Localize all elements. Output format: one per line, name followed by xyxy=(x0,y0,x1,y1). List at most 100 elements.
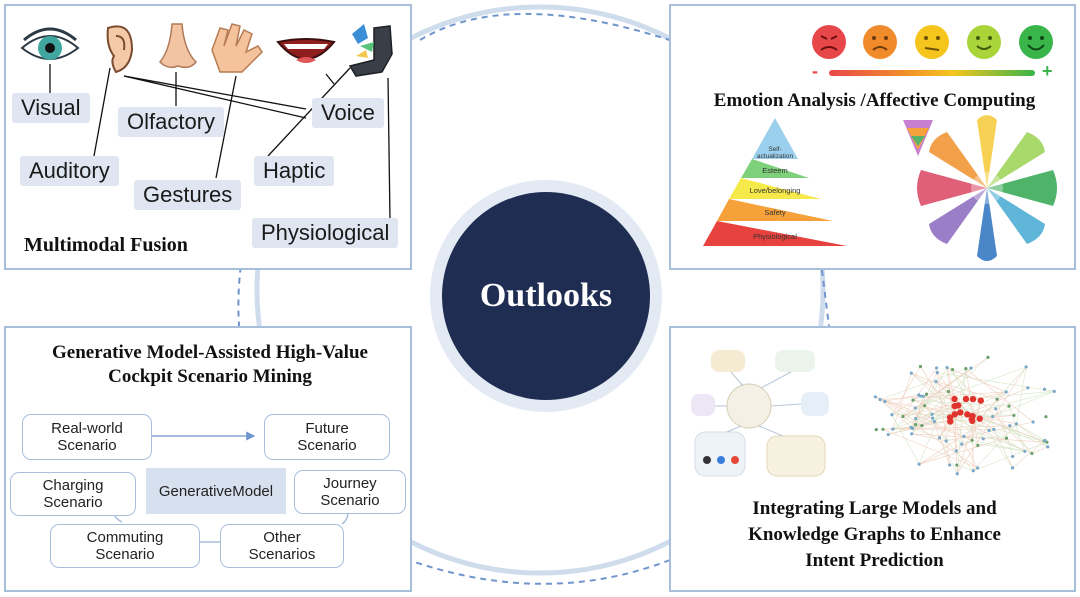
modality-tag-physiological: Physiological xyxy=(252,218,399,248)
kg-node xyxy=(1046,445,1050,449)
kg-node xyxy=(1012,413,1016,417)
generative-model-box: GenerativeModel xyxy=(146,468,286,514)
kg-node xyxy=(878,398,882,402)
kg-edge xyxy=(952,369,984,439)
connector-lines xyxy=(49,64,391,221)
kg-node xyxy=(1004,436,1009,440)
kg-node xyxy=(913,423,918,427)
kg-edge xyxy=(967,391,1055,415)
kg-edge xyxy=(963,436,1007,439)
knowledge-graph xyxy=(873,355,1056,476)
kg-node xyxy=(1023,449,1027,453)
kg-node xyxy=(910,426,915,430)
kg-node xyxy=(969,366,973,370)
kg-node xyxy=(964,367,968,371)
kg-node xyxy=(921,394,925,398)
kg-node xyxy=(924,392,929,396)
emotion-scale-bar xyxy=(829,70,1035,76)
generative-title-line1: Generative Model-Assisted High-Value xyxy=(52,342,368,363)
kg-node xyxy=(890,413,894,417)
emotion-graphics xyxy=(703,25,1057,261)
kg-node xyxy=(977,397,984,404)
hand-icon xyxy=(211,23,263,73)
kg-edge xyxy=(915,357,989,409)
kg-edge xyxy=(963,366,1027,437)
llm-kg-graphics xyxy=(691,350,1056,477)
kg-edge xyxy=(973,441,1048,472)
kg-node xyxy=(1044,415,1048,419)
kg-node xyxy=(923,404,927,408)
nose-icon xyxy=(158,23,197,69)
kg-edge xyxy=(882,427,912,430)
kg-node xyxy=(947,418,954,425)
modality-tag-voice: Voice xyxy=(312,98,384,128)
pyramid-level-esteem: Esteem xyxy=(762,166,788,175)
kg-edge xyxy=(912,428,940,439)
kg-edge xyxy=(891,395,921,415)
kg-edge xyxy=(965,368,979,446)
kg-node xyxy=(954,449,958,453)
kg-node xyxy=(935,370,939,375)
kg-node xyxy=(971,469,975,473)
mouth-icon xyxy=(276,38,336,63)
kg-edge xyxy=(971,420,974,471)
emoji-sad-icon xyxy=(863,25,897,59)
kg-node xyxy=(1030,451,1034,456)
panel-multimodal-fusion: Visual Olfactory Voice Auditory Gestures… xyxy=(4,4,412,270)
maslow-pyramid xyxy=(703,118,847,246)
emotion-wheel xyxy=(917,115,1057,261)
kg-node xyxy=(910,432,914,436)
modality-tag-auditory: Auditory xyxy=(20,156,119,186)
arrow-bottom-left xyxy=(391,551,671,585)
kg-edge xyxy=(912,394,927,429)
generative-title-line2: Cockpit Scenario Mining xyxy=(108,366,312,387)
kg-node xyxy=(970,438,974,442)
kg-node xyxy=(883,399,887,404)
pyramid-level-love: Love/belonging xyxy=(749,186,801,195)
kg-edge xyxy=(1008,406,1026,452)
kg-edge xyxy=(1012,440,1046,469)
kg-node xyxy=(1045,440,1049,444)
kg-edge xyxy=(979,391,1007,419)
kg-node xyxy=(951,395,958,403)
pyramid-level-physiological: Physiological xyxy=(753,232,797,241)
kg-edge xyxy=(935,381,955,400)
kg-edge xyxy=(956,366,1027,474)
kg-edge xyxy=(912,357,989,429)
modality-icons xyxy=(20,23,393,221)
kg-node xyxy=(918,364,923,369)
kg-edge xyxy=(948,391,956,415)
kg-node xyxy=(1008,424,1012,428)
kg-node xyxy=(1042,387,1047,391)
kg-node xyxy=(946,389,950,394)
center-circle: Outlooks xyxy=(442,192,650,400)
kg-edge xyxy=(946,367,957,451)
kg-edge xyxy=(1016,423,1045,441)
car-seat-icon xyxy=(348,24,393,77)
kg-edge xyxy=(912,400,981,429)
kg-node xyxy=(976,415,983,422)
kg-edge xyxy=(923,395,1048,443)
ear-icon xyxy=(106,25,134,74)
kg-node xyxy=(1011,454,1015,459)
scale-plus-label: + xyxy=(1042,61,1053,81)
kg-edge xyxy=(1016,366,1027,424)
kg-node xyxy=(931,416,935,420)
kg-edge xyxy=(926,391,949,395)
kg-node xyxy=(944,439,948,443)
kg-edge xyxy=(956,439,973,452)
llm-agent-diagram xyxy=(691,350,829,477)
kg-node xyxy=(987,428,991,433)
pyramid-level-safety: Safety xyxy=(764,208,786,217)
kg-node xyxy=(976,466,980,470)
pyramid-level-self-actualization: Self-actualization xyxy=(756,146,794,160)
kg-edge xyxy=(884,401,923,426)
kg-node xyxy=(962,434,966,439)
kg-edge xyxy=(918,391,949,465)
emotion-title: Emotion Analysis /Affective Computing xyxy=(713,90,1036,111)
kg-node xyxy=(886,432,890,437)
kg-node xyxy=(995,397,999,401)
emoji-smile-icon xyxy=(967,25,1001,59)
